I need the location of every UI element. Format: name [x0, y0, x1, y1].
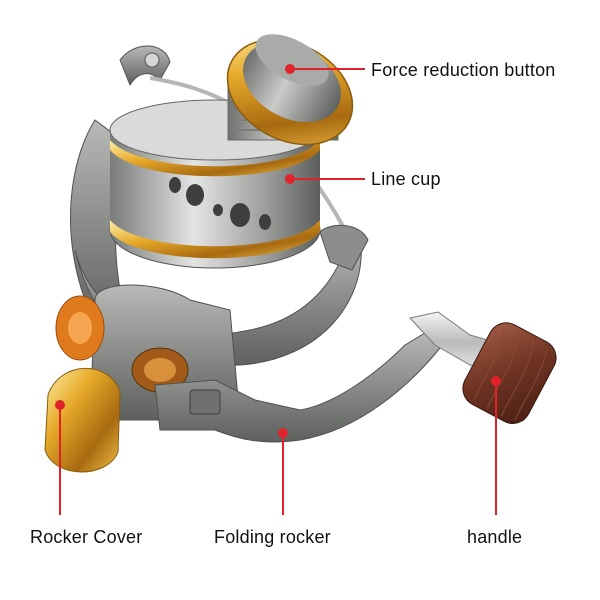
rocker-cover-label: Rocker Cover [30, 527, 143, 547]
line-cup-leader [285, 174, 365, 184]
force-reduction-leader [285, 64, 365, 74]
reel-body [44, 34, 557, 473]
folding-rocker-label: Folding rocker [214, 527, 331, 547]
force-reduction-button-label: Force reduction button [371, 60, 556, 80]
folding-rocker-leader [278, 428, 288, 515]
handle-label: handle [467, 527, 523, 547]
callout-leaders [55, 64, 501, 515]
rocker-cover-leader [55, 400, 65, 515]
handle-leader [491, 376, 501, 515]
line-cup-label: Line cup [371, 169, 441, 189]
